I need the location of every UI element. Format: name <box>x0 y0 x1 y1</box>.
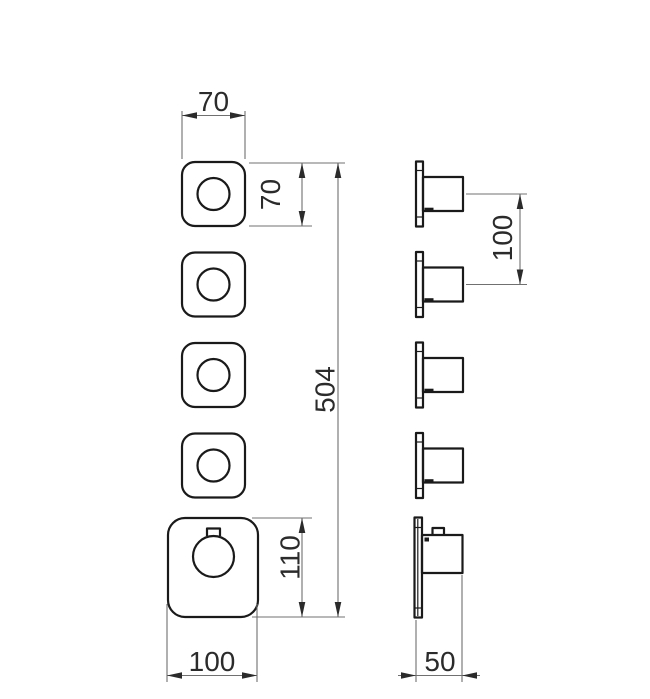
arrowhead-left <box>182 112 197 119</box>
thermostat-handle-tab <box>205 527 222 536</box>
knob-plate-outline <box>180 160 247 228</box>
thermostat-plate-outline <box>166 516 260 619</box>
front-knob-2 <box>180 251 247 318</box>
arrowhead-up <box>516 194 524 209</box>
arrowhead-down <box>334 602 342 617</box>
dimension-label: 504 <box>310 366 341 413</box>
dimension-label: 70 <box>198 86 229 117</box>
side-knob-1 <box>414 160 465 228</box>
side-view: 100 50 <box>398 160 527 682</box>
dim-side-depth: 50 <box>398 575 480 682</box>
arrowhead-up <box>298 163 306 178</box>
knob-body <box>421 175 465 213</box>
knob-handle-circle <box>196 176 231 212</box>
dim-front-knob-height: 70 <box>249 162 345 227</box>
thermostat-handle-tab <box>431 526 446 535</box>
front-knob-4 <box>180 432 247 499</box>
dim-front-knob-width: 70 <box>181 86 246 159</box>
arrowhead-down <box>298 602 306 617</box>
knob-handle-circle <box>196 267 231 302</box>
arrowhead-right-outside <box>462 672 477 679</box>
side-knob-2 <box>414 250 465 319</box>
arrowhead-right <box>242 672 257 679</box>
knob-plate-outline <box>180 251 247 318</box>
front-thermostat-knob <box>166 516 260 619</box>
knob-body <box>421 356 465 394</box>
thermostat-handle-circle <box>191 534 236 579</box>
dimension-label: 110 <box>275 535 306 580</box>
side-knob-4 <box>414 431 465 500</box>
dim-front-total-height: 504 <box>310 163 342 617</box>
dimension-label: 100 <box>189 646 236 677</box>
knob-handle-circle <box>196 357 231 393</box>
knob-plate-outline <box>180 341 247 409</box>
side-knob-3 <box>414 341 465 409</box>
front-knob-3 <box>180 341 247 409</box>
knob-handle-circle <box>196 448 231 483</box>
dim-side-knob-spacing: 100 <box>466 193 527 286</box>
arrowhead-left <box>167 672 182 679</box>
front-knob-1 <box>180 160 247 228</box>
arrowhead-up <box>334 163 342 178</box>
arrowhead-down <box>516 269 524 285</box>
dimension-label: 70 <box>255 179 286 210</box>
knob-plate-outline <box>180 432 247 499</box>
arrowhead-up <box>298 518 306 533</box>
knob-base-mark <box>424 537 429 542</box>
dim-front-main-knob-width: 100 <box>166 604 258 682</box>
arrowhead-down <box>298 211 306 226</box>
front-view: 70 70 504 110 <box>166 86 345 682</box>
knob-body <box>421 447 465 484</box>
dimension-label: 50 <box>424 646 455 677</box>
arrowhead-right <box>230 112 245 119</box>
dim-front-main-knob-height: 110 <box>252 517 345 618</box>
dimension-label: 100 <box>487 215 518 262</box>
knob-body <box>421 266 465 303</box>
side-thermostat-knob <box>413 516 464 619</box>
thermostat-body <box>420 533 464 575</box>
arrowhead-left-outside <box>401 672 416 679</box>
